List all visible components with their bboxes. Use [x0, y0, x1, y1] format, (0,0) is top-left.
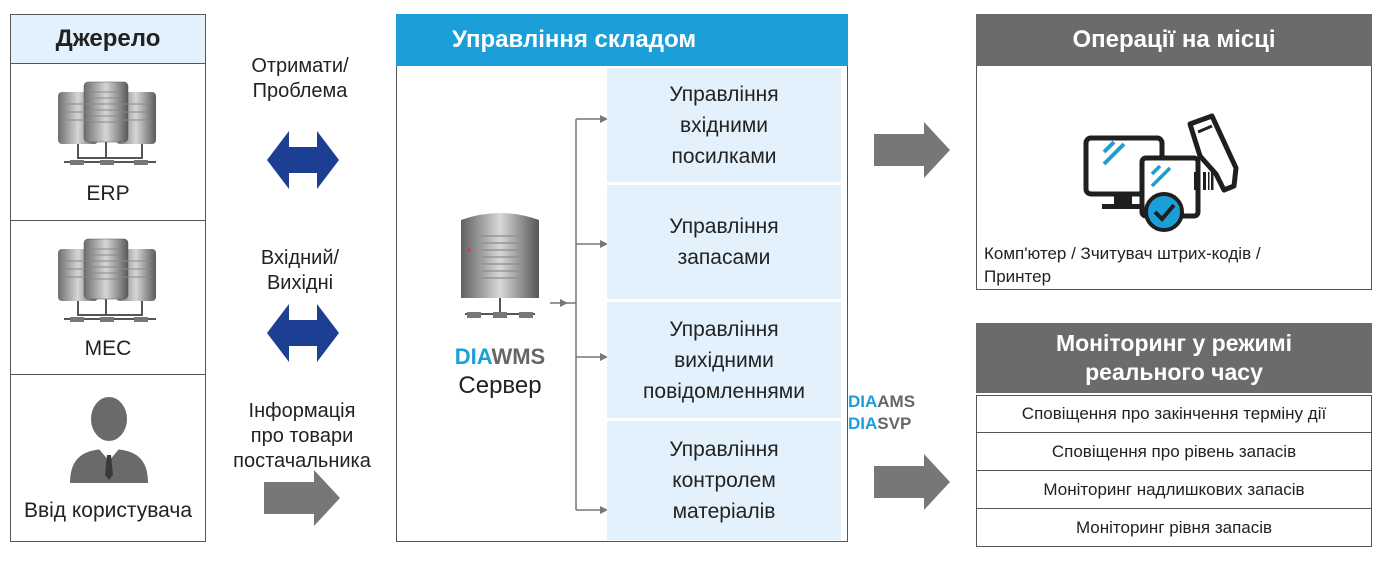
computer-scanner-printer-icon	[1083, 113, 1239, 232]
flow-label-inbound-outbound: Вхідний/ Вихідні	[260, 247, 340, 294]
product-svp: DIASVP	[848, 414, 912, 433]
double-arrow-icon	[267, 304, 339, 362]
server-icon	[461, 213, 539, 318]
onsite-caption: Комп'ютер / Зчитувач штрих-кодів / Принт…	[984, 244, 1261, 286]
monitoring-row: Сповіщення про рівень запасів	[976, 433, 1372, 471]
right-arrow-icon	[874, 454, 950, 510]
onsite-header: Операції на місці	[976, 14, 1372, 66]
flow-label-supplier-info: Інформація про товари постачальника	[233, 400, 371, 472]
module-outbound-messages: Управління вихідними повідомленнями	[607, 302, 841, 418]
monitoring-title-line1: Моніторинг у режимі	[1055, 330, 1293, 356]
source-item-mec: MEC	[10, 221, 206, 375]
user-icon	[70, 397, 148, 483]
right-arrow-icon	[264, 470, 340, 526]
monitoring-header: Моніторинг у режимі реального часу	[976, 323, 1372, 393]
source-header: Джерело	[10, 14, 206, 64]
monitoring-row: Сповіщення про закінчення терміну дії	[976, 395, 1372, 433]
double-arrow-icon	[267, 131, 339, 189]
right-arrow-icon	[874, 122, 950, 178]
wms-server-label: Сервер	[458, 372, 542, 399]
monitoring-row: Моніторинг рівня запасів	[976, 509, 1372, 547]
monitoring-row: Моніторинг надлишкових запасів	[976, 471, 1372, 509]
server-rack-icon	[58, 81, 156, 165]
module-inventory: Управління запасами	[607, 185, 841, 299]
server-rack-icon	[58, 238, 156, 322]
source-label-mec: MEC	[84, 337, 132, 360]
source-item-erp: ERP	[10, 64, 206, 221]
module-inbound-parcels: Управління вхідними посилками	[607, 68, 841, 182]
wms-server-name: DIAWMS	[454, 344, 546, 369]
warehouse-header: Управління складом	[396, 14, 848, 66]
module-material-control: Управління контролем матеріалів	[607, 421, 841, 540]
monitoring-title-line2: реального часу	[1085, 359, 1263, 385]
onsite-title: Операції на місці	[1072, 26, 1276, 53]
warehouse-title: Управління складом	[452, 26, 697, 53]
connector-lines	[550, 115, 608, 514]
source-title: Джерело	[55, 25, 161, 52]
source-label-user-input: Ввід користувача	[23, 499, 193, 522]
source-label-erp: ERP	[86, 182, 130, 205]
flow-label-receive-issue: Отримати/ Проблема	[251, 55, 349, 102]
product-ams: DIAAMS	[848, 392, 916, 411]
source-item-user-input: Ввід користувача	[10, 375, 206, 542]
